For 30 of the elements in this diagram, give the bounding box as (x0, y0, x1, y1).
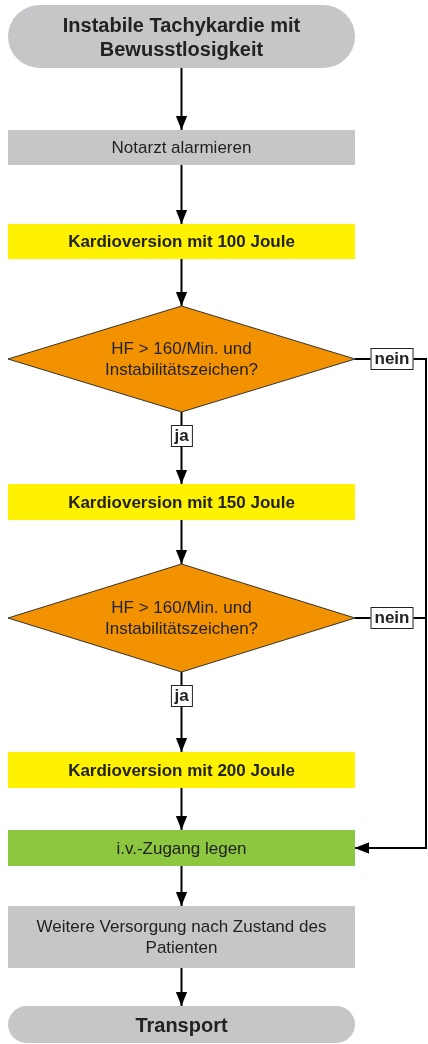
edge-label: ja (170, 685, 193, 707)
process-box (8, 130, 355, 165)
process-box (8, 752, 355, 788)
step-text: Instabile Tachykardie mit Bewusstlosigkeit (61, 12, 302, 61)
terminal-box (8, 1006, 355, 1043)
step-text: Kardioversion mit 150 Joule (68, 491, 295, 513)
arrow (175, 671, 188, 753)
decision-text: HF > 160/Min. und Instabilitätszeichen? (103, 338, 260, 380)
arrow (175, 67, 188, 131)
process-box (8, 224, 355, 259)
decision-text: HF > 160/Min. und Instabilitätszeichen? (103, 597, 260, 639)
edge-label: nein (370, 607, 414, 629)
step-text: Kardioversion mit 200 Joule (68, 759, 295, 781)
edge-label: ja (170, 425, 193, 447)
arrow (354, 617, 427, 854)
arrow (175, 865, 188, 907)
step-text: Weitere Versorgung nach Zustand des Patienten (35, 916, 328, 958)
step-text: Kardioversion mit 100 Joule (68, 231, 295, 252)
process-box (8, 906, 355, 968)
arrow (175, 967, 188, 1007)
arrow (175, 164, 188, 225)
step-text: Transport (135, 1012, 228, 1037)
step-text: i.v.-Zugang legen (116, 837, 247, 859)
arrow (175, 258, 188, 307)
process-box (8, 484, 355, 520)
process-box (8, 830, 355, 866)
arrow (175, 519, 188, 565)
step-text: Notarzt alarmieren (111, 137, 252, 158)
edge-label: nein (370, 348, 414, 370)
arrow (175, 787, 188, 831)
